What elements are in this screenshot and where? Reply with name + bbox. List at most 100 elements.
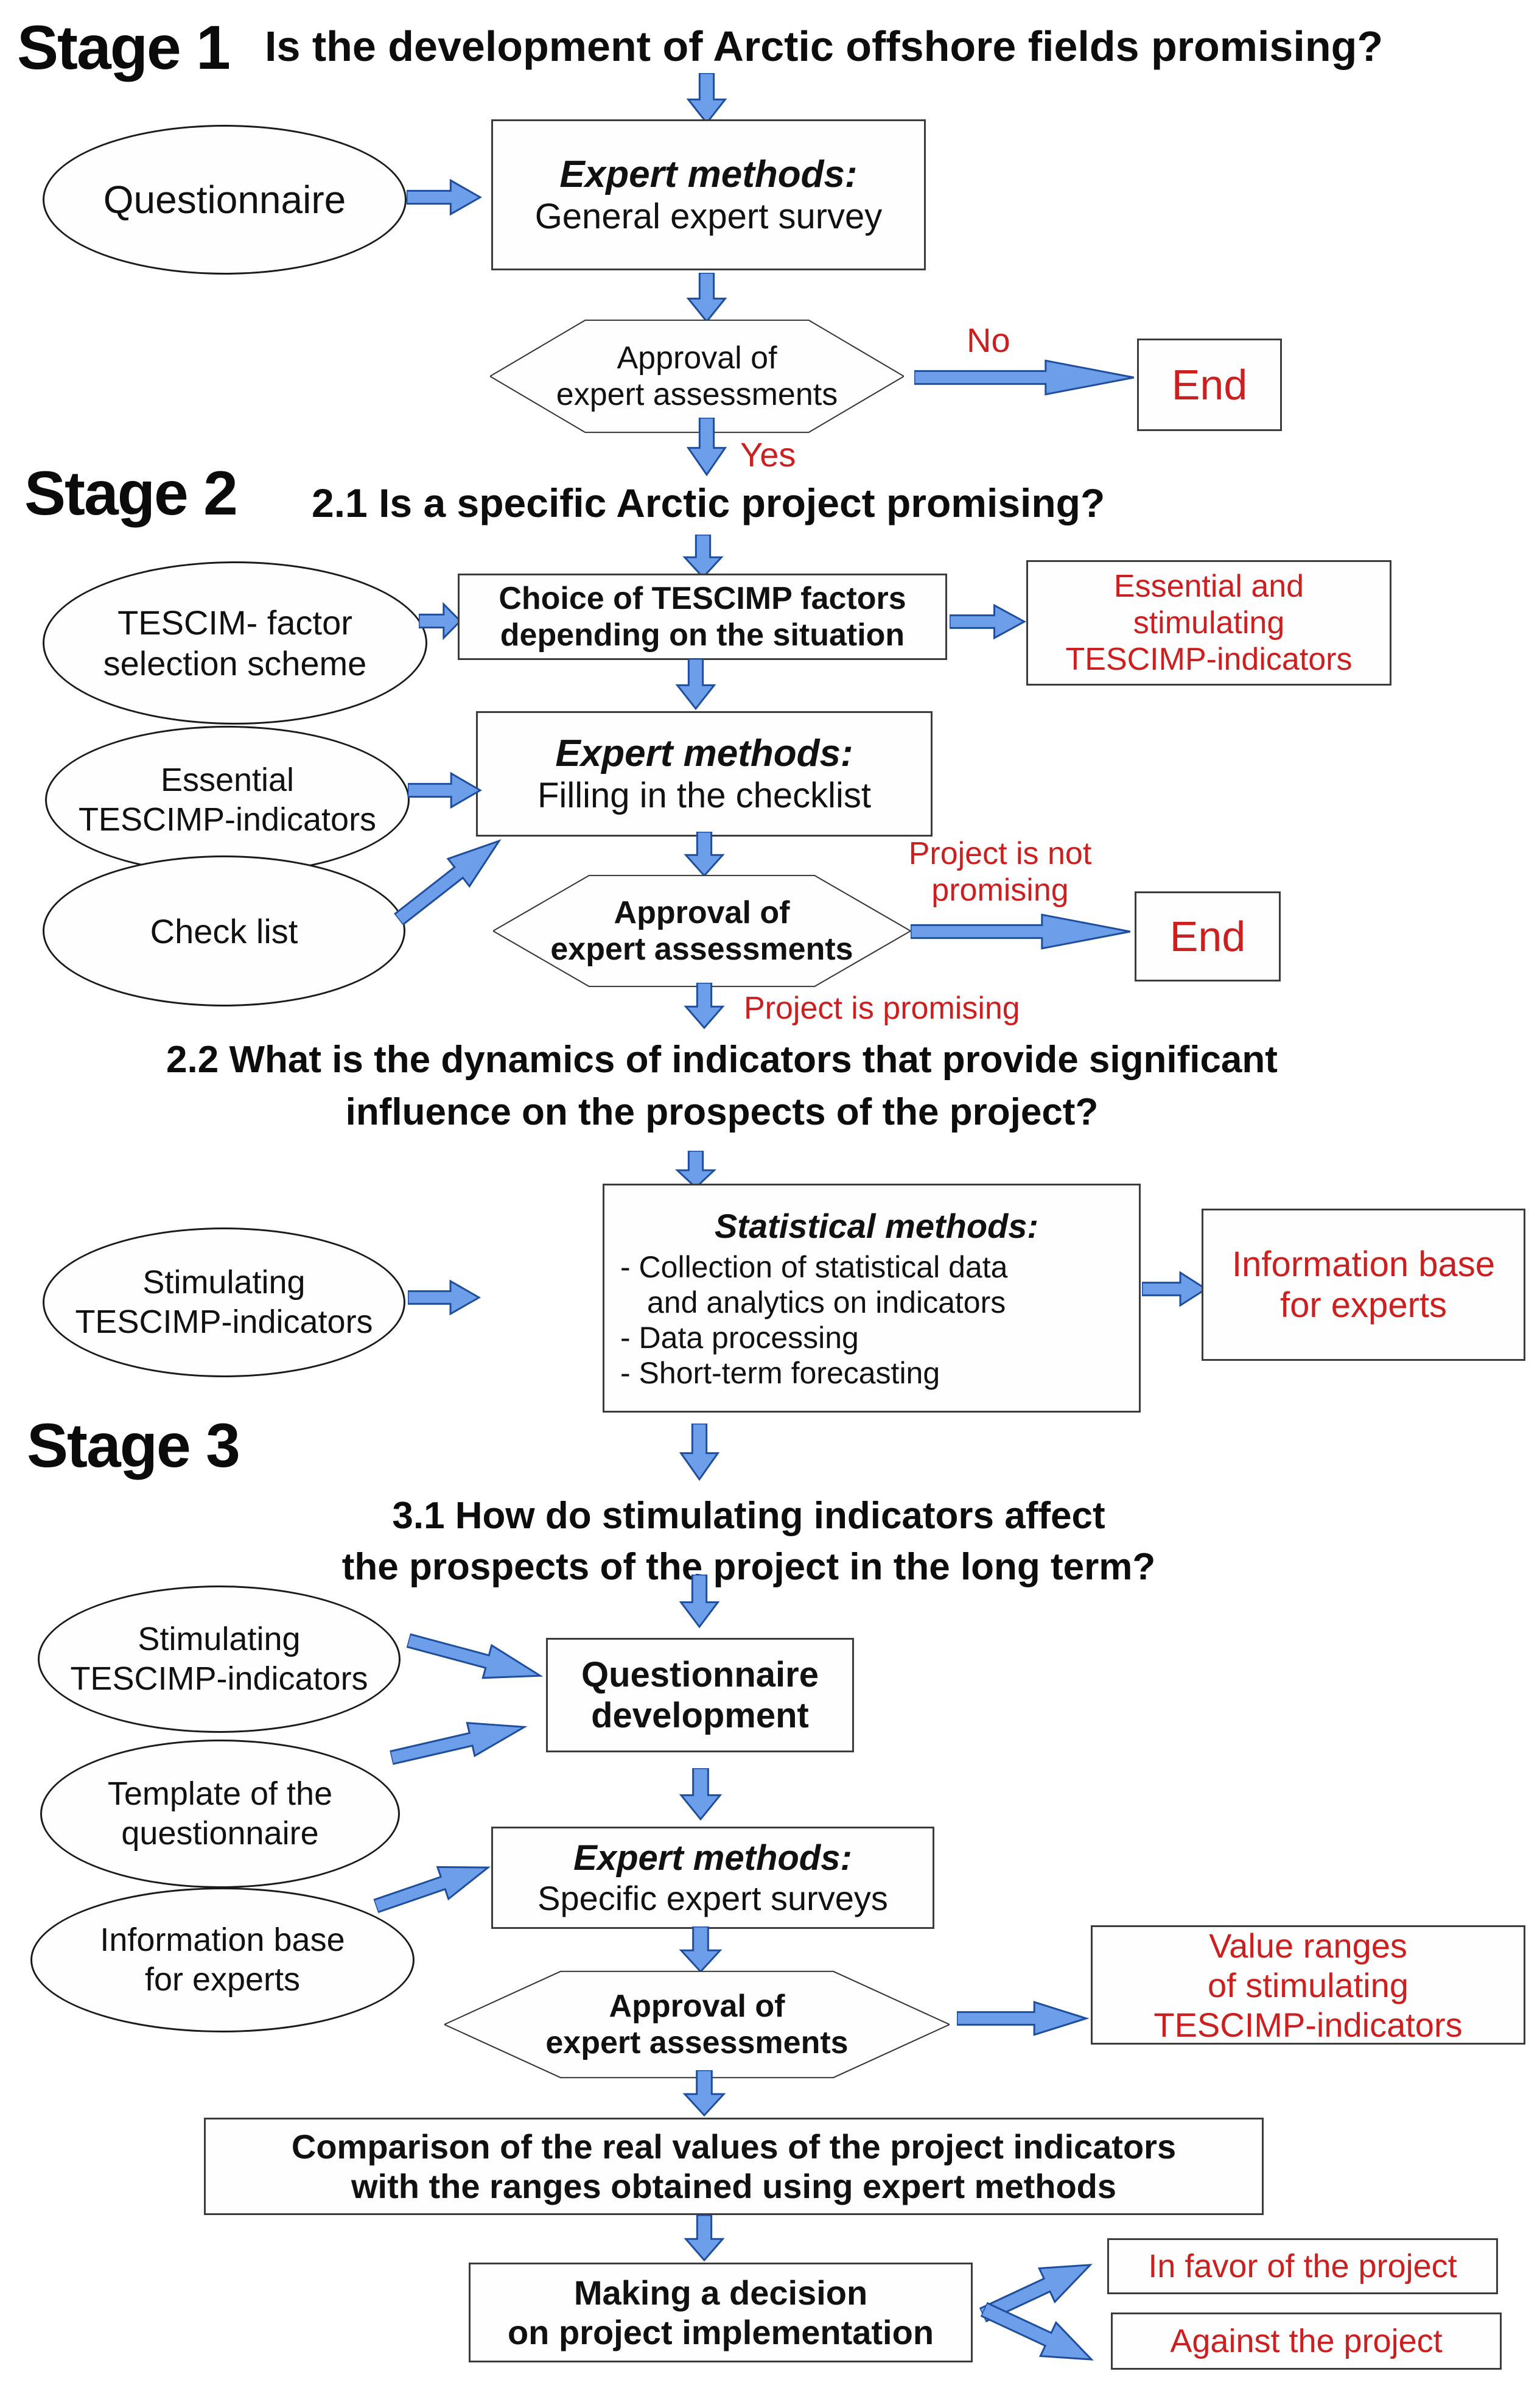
yes-branch-label: Yes [740,435,796,474]
expert-methods-box-3: Expert methods: Specific expert surveys [491,1827,934,1929]
approval-line1: Approval of [614,895,790,930]
arrow-down-icon [678,1926,723,1973]
stimulating-indicators-ellipse: Stimulating TESCIMP-indicators [43,1227,405,1377]
question-3-1-line2: the prospects of the project in the long… [341,1546,1156,1588]
value-ranges-line1: Value ranges [1209,1926,1407,1965]
project-is-promising-label: Project is promising [744,991,1020,1026]
stimulating-line2: TESCIMP-indicators [75,1304,373,1340]
question-2-1: 2.1 Is a specific Arctic project promisi… [312,480,1105,525]
expert-methods-title: Expert methods: [573,1838,852,1878]
end-box-1: End [1137,339,1282,431]
expert-methods-box-1: Expert methods: General expert survey [491,119,926,270]
arrow-right-icon [419,602,461,641]
not-promising-line1: Project is not [908,836,1092,871]
tescim-line2: selection scheme [103,644,367,683]
questionnaire-dev-line1: Questionnaire [581,1655,819,1694]
information-base-redbox: Information base for experts [1202,1209,1525,1361]
arrow-diagonal-icon [369,1848,497,1925]
essential-redbox-line1: Essential and [1113,569,1304,604]
arrow-diagonal-icon [387,1707,533,1777]
stimulating-indicators-ellipse-2: Stimulating TESCIMP-indicators [38,1586,401,1733]
questionnaire-label: Questionnaire [103,178,346,222]
questionnaire-development-box: Questionnaire development [546,1638,854,1752]
questionnaire-dev-line2: development [591,1696,809,1735]
arrow-right-icon [914,358,1139,397]
against-label: Against the project [1170,2323,1443,2359]
stimulating-line1: Stimulating [138,1621,301,1658]
not-promising-line2: promising [931,873,1069,908]
approval-line2: expert assessments [556,377,838,412]
choice-line2: depending on the situation [500,617,905,653]
arrow-down-icon [678,1768,723,1821]
arrow-down-icon [685,273,728,323]
question-3-1-line1: 3.1 How do stimulating indicators affect [392,1495,1105,1537]
approval-hexagon-3: Approval of expert assessments [444,1970,950,2079]
stat-analytics-line: and analytics on indicators [647,1285,1006,1319]
questionnaire-ellipse: Questionnaire [43,125,407,275]
arrow-right-icon [408,771,482,810]
arrow-down-icon [682,2070,727,2116]
stimulating-line1: Stimulating [142,1264,306,1301]
arrow-right-icon [950,603,1026,641]
project-not-promising-label: Project is not promising [894,835,1107,908]
approval-hexagon-2: Approval of expert assessments [493,874,911,988]
value-ranges-redbox: Value ranges of stimulating TESCIMP-indi… [1091,1925,1525,2045]
arrow-diagonal-icon [404,1621,549,1695]
arrow-down-icon [682,535,724,578]
arrow-down-icon [685,73,728,124]
tescim-line1: TESCIM- factor [117,603,352,642]
arrow-down-icon [683,2215,726,2261]
expert-methods-title: Expert methods: [555,732,853,774]
arrow-down-icon [683,832,726,877]
arrow-right-icon [407,178,482,217]
essential-line1: Essential [160,762,295,799]
arrow-down-icon [685,418,728,476]
decision-line2: on project implementation [507,2313,934,2351]
check-list-ellipse: Check list [43,855,405,1006]
arrow-down-icon [683,983,726,1029]
end-box-2: End [1135,891,1281,982]
check-list-label: Check list [150,911,298,950]
against-redbox: Against the project [1111,2312,1502,2370]
stat-forecasting-line: - Short-term forecasting [620,1355,940,1390]
expert-methods-title: Expert methods: [559,153,858,195]
essential-stimulating-redbox: Essential and stimulating TESCIMP-indica… [1026,560,1391,686]
statistical-methods-title: Statistical methods: [714,1206,1039,1245]
arrow-right-icon [408,1279,481,1316]
general-expert-survey-label: General expert survey [534,197,883,236]
arrow-down-icon [678,1424,721,1481]
arrow-right-icon [1142,1270,1208,1308]
in-favor-label: In favor of the project [1148,2248,1457,2284]
approval-line2: expert assessments [550,932,853,967]
statistical-methods-box: Statistical methods: - Collection of sta… [603,1184,1141,1413]
comparison-box: Comparison of the real values of the pro… [204,2118,1264,2215]
filling-checklist-label: Filling in the checklist [537,776,871,815]
template-line1: Template of the [107,1775,333,1813]
value-ranges-line3: TESCIMP-indicators [1153,2005,1463,2044]
infobase-line1: Information base [100,1922,345,1959]
approval-line2: expert assessments [545,2025,849,2060]
tescim-factor-ellipse: TESCIM- factor selection scheme [43,561,427,725]
infobase-redbox-line2: for experts [1280,1285,1447,1325]
question-2-2-line2: influence on the prospects of the projec… [345,1091,1099,1133]
essential-redbox-line3: TESCIMP-indicators [1065,642,1353,677]
in-favor-redbox: In favor of the project [1107,2238,1498,2294]
approval-line1: Approval of [609,1989,785,2024]
stage-2-label: Stage 2 [24,458,238,528]
choice-of-factors-box: Choice of TESCIMP factors depending on t… [458,574,947,660]
stimulating-line2: TESCIMP-indicators [70,1660,368,1697]
value-ranges-line2: of stimulating [1208,1965,1409,2004]
stat-data-processing-line: - Data processing [620,1320,859,1355]
arrow-right-icon [957,2000,1090,2037]
stage-1-label: Stage 1 [17,13,231,82]
choice-line1: Choice of TESCIMP factors [499,581,906,616]
arrow-down-icon [674,659,717,710]
comparison-line1: Comparison of the real values of the pro… [291,2127,1177,2166]
specific-surveys-label: Specific expert surveys [537,1879,888,1917]
question-2-2-line1: 2.2 What is the dynamics of indicators t… [166,1039,1278,1081]
comparison-line2: with the ranges obtained using expert me… [351,2167,1117,2205]
template-line2: questionnaire [121,1815,319,1852]
arrow-down-icon [674,1151,717,1189]
essential-redbox-line2: stimulating [1133,605,1285,641]
